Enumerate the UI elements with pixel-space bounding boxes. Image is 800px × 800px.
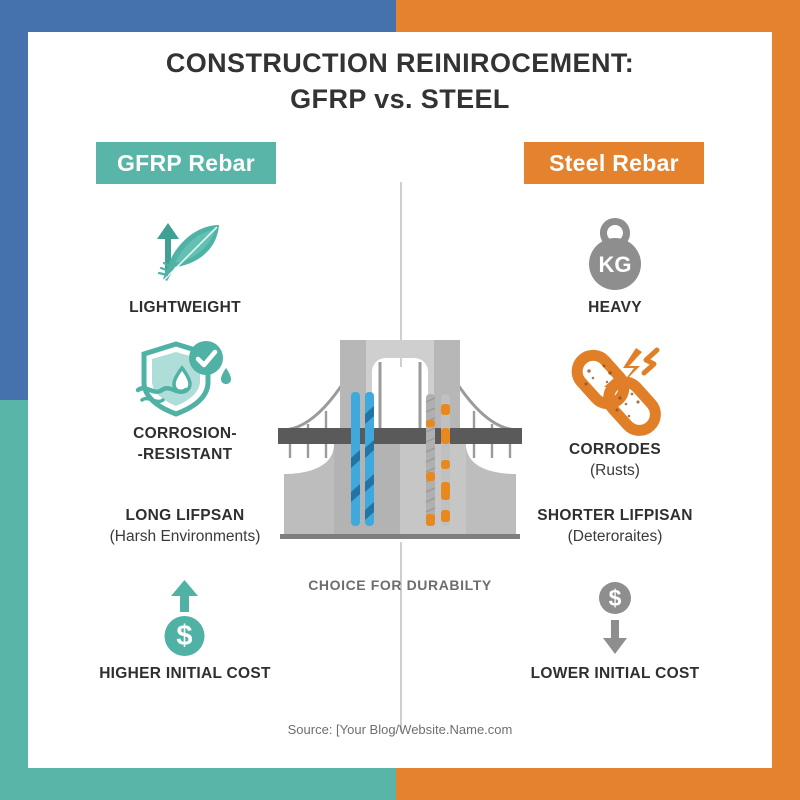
shield-check-water-drop-icon	[40, 340, 330, 420]
steel-feature-corrodes: CORRODES (Rusts)	[470, 340, 760, 482]
frame-band-left-top	[0, 0, 28, 400]
svg-text:$: $	[176, 620, 192, 652]
frame-band-top-left	[0, 0, 396, 32]
frame-band-left-bottom	[0, 400, 28, 800]
up-arrow-dollar-coin-icon: $	[40, 580, 330, 660]
poster-canvas: CONSTRUCTION REINIROCEMENT: GFRP vs. STE…	[28, 32, 772, 768]
frame-band-bottom-right	[396, 768, 800, 800]
gfrp-feature-corrosion-resistant: CORROSION- -RESISTANT	[40, 340, 330, 466]
steel-feature-lifespan: SHORTER LIFPISAN (Deteroraites)	[470, 502, 760, 548]
column-header-gfrp: GFRP Rebar	[96, 142, 276, 184]
broken-rusty-chain-icon	[470, 340, 760, 436]
gfrp-feature-lightweight-label: LIGHTWEIGHT	[129, 299, 241, 316]
column-header-gfrp-label: GFRP Rebar	[116, 150, 256, 176]
page-title: CONSTRUCTION REINIROCEMENT: GFRP vs. STE…	[28, 46, 772, 117]
kettlebell-weight-kg-icon: KG	[470, 214, 760, 294]
steel-feature-corrodes-label: CORRODES	[569, 441, 661, 458]
gfrp-feature-corrosion-resistant-label-line2: -RESISTANT	[137, 445, 233, 463]
title-line-2: GFRP vs. STEEL	[290, 83, 510, 114]
steel-feature-lifespan-label: SHORTER LIFPISAN	[537, 507, 693, 524]
steel-feature-cost: $ LOWER INITIAL COST	[470, 580, 760, 685]
steel-rebar-bars	[425, 394, 450, 526]
column-header-steel: Steel Rebar	[524, 142, 704, 184]
svg-text:KG: KG	[599, 252, 632, 277]
dollar-coin-down-arrow-icon: $	[470, 580, 760, 660]
center-divider-top	[400, 182, 402, 367]
steel-feature-corrodes-sub: (Rusts)	[590, 461, 640, 479]
steel-feature-cost-label: LOWER INITIAL COST	[530, 665, 700, 682]
gfrp-feature-cost-label: HIGHER INITIAL COST	[99, 665, 271, 682]
source-text: Source: [Your Blog/Website.Name.com	[287, 722, 513, 737]
bridge-caption: CHOICE FOR DURABILTY	[308, 577, 492, 593]
feather-up-arrow-icon	[40, 214, 330, 294]
gfrp-feature-lifespan-label: LONG LIFPSAN	[125, 507, 245, 524]
steel-feature-lifespan-sub: (Deteroraites)	[567, 527, 663, 545]
gfrp-feature-lifespan: LONG LIFPSAN (Harsh Environments)	[40, 502, 330, 548]
gfrp-feature-cost: $ HIGHER INITIAL COST	[40, 580, 330, 685]
frame-band-bottom-left	[0, 768, 396, 800]
steel-feature-heavy: KG HEAVY	[470, 214, 760, 319]
title-line-1: CONSTRUCTION REINIROCEMENT:	[165, 48, 635, 78]
suspension-bridge-pier-rebar-illustration	[278, 340, 522, 539]
gfrp-feature-lifespan-sub: (Harsh Environments)	[109, 527, 261, 545]
gfrp-feature-lightweight: LIGHTWEIGHT	[40, 214, 330, 319]
column-header-steel-label: Steel Rebar	[549, 150, 679, 176]
bridge-illustration-wrap: CHOICE FOR DURABILTY	[278, 332, 522, 593]
frame-band-top-right	[396, 0, 800, 32]
frame-band-right	[772, 0, 800, 800]
svg-text:$: $	[609, 585, 622, 611]
center-divider-bottom	[400, 542, 402, 732]
steel-feature-heavy-label: HEAVY	[588, 299, 642, 316]
gfrp-rebar-bars	[351, 392, 374, 526]
gfrp-feature-corrosion-resistant-label-line1: CORROSION-	[133, 425, 237, 442]
